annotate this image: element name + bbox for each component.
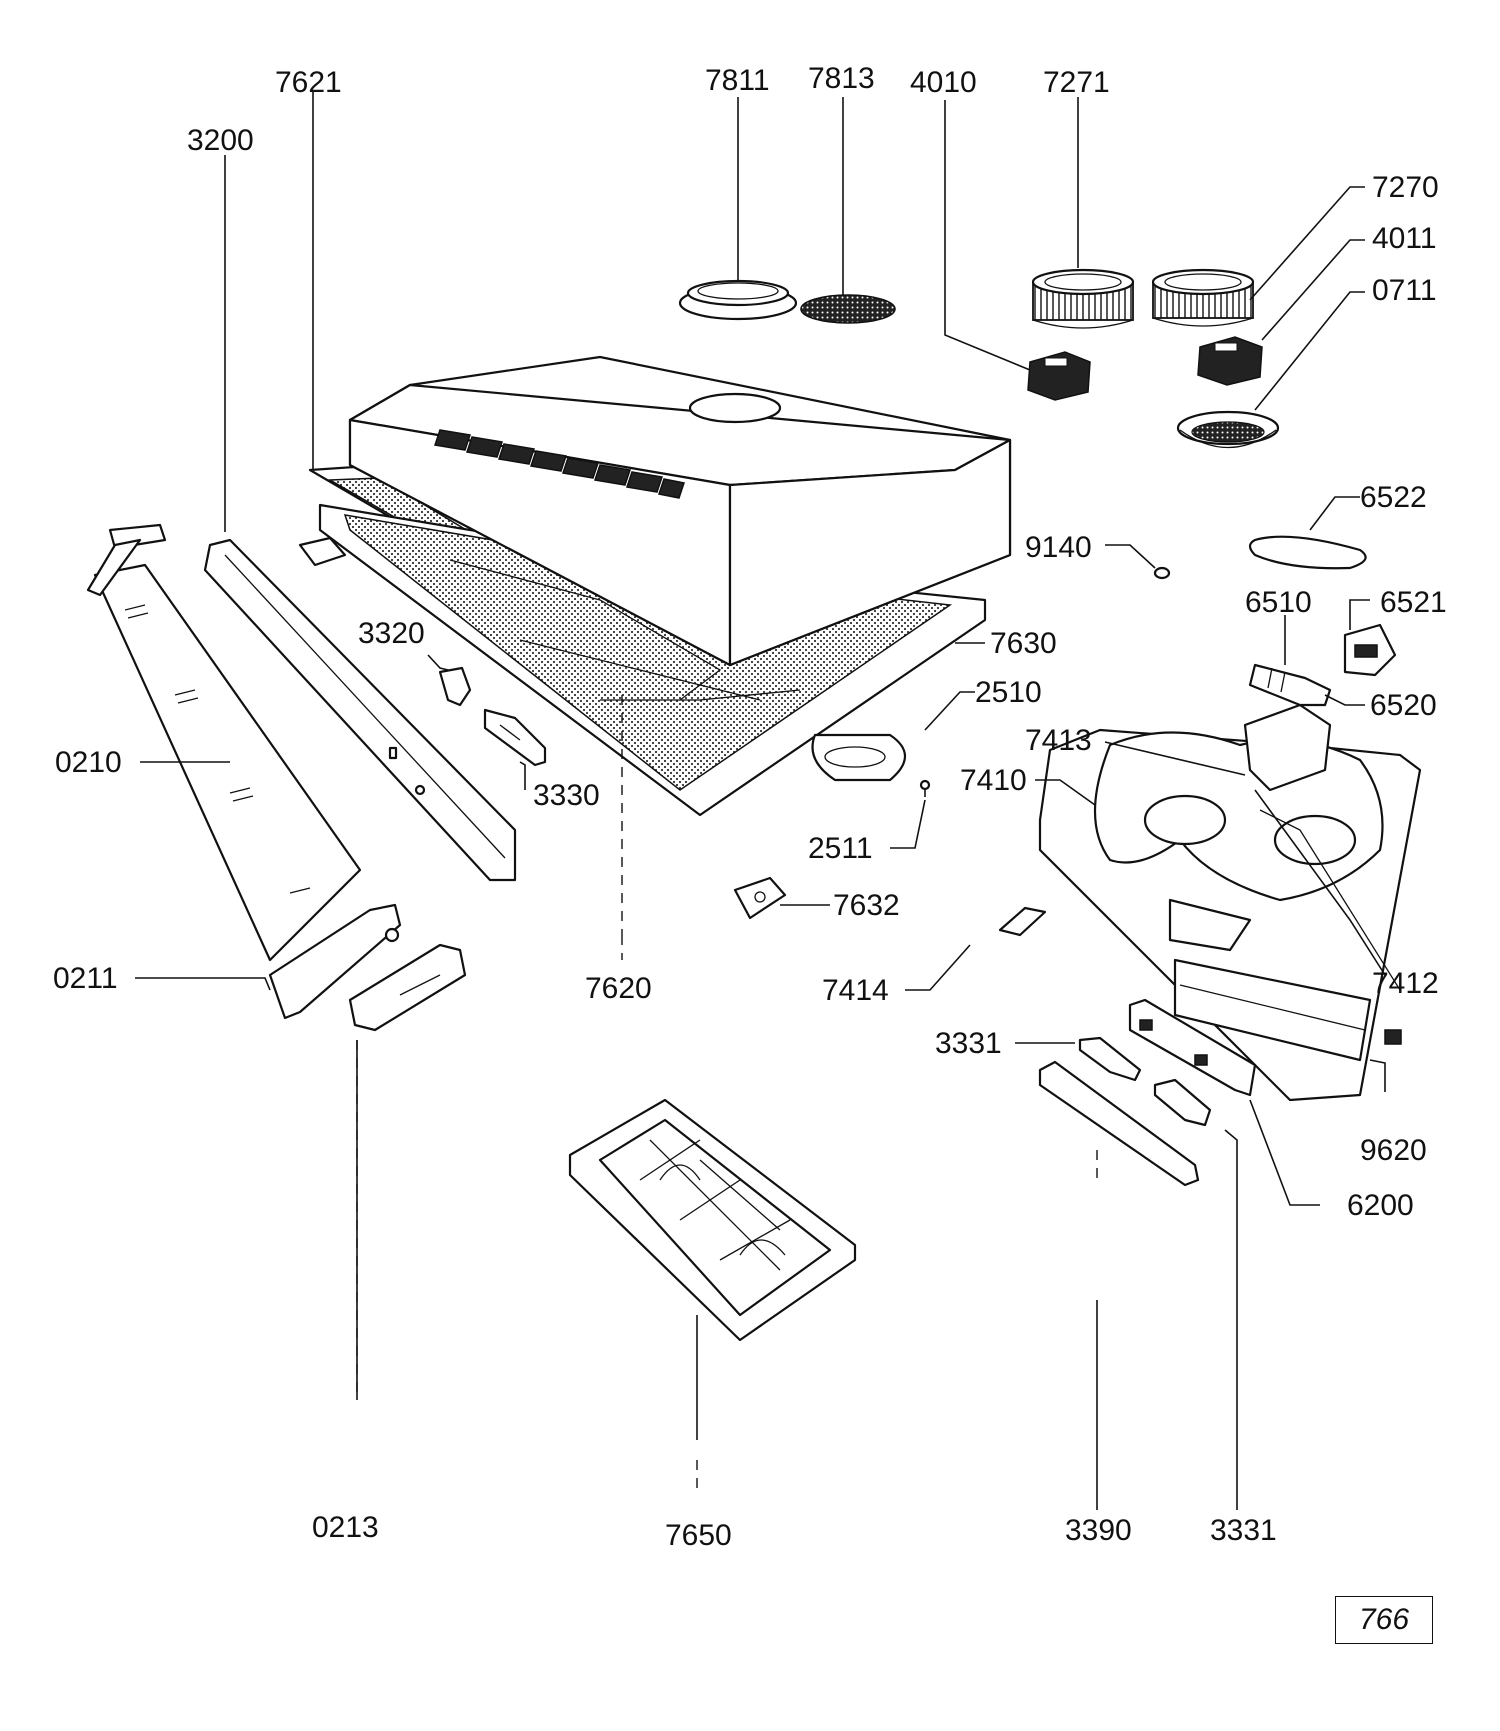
label-7632: 7632: [833, 889, 900, 922]
label-3200: 3200: [187, 124, 254, 157]
filter-7811: [678, 279, 798, 321]
label-9620: 9620: [1360, 1134, 1427, 1167]
label-6522: 6522: [1360, 481, 1427, 514]
front-trim-3200: [203, 538, 517, 882]
fan-housing-7410: [1038, 703, 1422, 1102]
label-4010: 4010: [910, 66, 977, 99]
switch-3331b: [1153, 1078, 1212, 1127]
bar-3390: [1038, 1060, 1200, 1187]
label-4011: 4011: [1372, 222, 1437, 255]
hood-vents: [434, 429, 685, 499]
switch-3330: [483, 708, 547, 767]
filter-7270: [1151, 268, 1255, 327]
lamp-6510: [1248, 663, 1332, 707]
basket-0711: [1176, 410, 1280, 449]
clip-3320: [438, 666, 472, 707]
label-0711: 0711: [1372, 274, 1437, 307]
label-6510: 6510: [1245, 586, 1312, 619]
charcoal-filter-7650: [568, 1098, 857, 1342]
label-7413: 7413: [1025, 724, 1092, 757]
label-7271: 7271: [1043, 66, 1110, 99]
label-7813: 7813: [808, 62, 875, 95]
label-2510: 2510: [975, 676, 1042, 709]
label-9140: 9140: [1025, 531, 1092, 564]
label-3330: 3330: [533, 779, 600, 812]
label-7811: 7811: [705, 64, 770, 97]
label-0210: 0210: [55, 746, 122, 779]
clip-7632: [733, 876, 787, 920]
label-3390: 3390: [1065, 1514, 1132, 1547]
label-7650: 7650: [665, 1519, 732, 1552]
hood-body: [348, 355, 1012, 667]
label-7270: 7270: [1372, 171, 1439, 204]
leader-lines: [135, 92, 1386, 1510]
bracket-0213: [348, 943, 467, 1032]
label-6200: 6200: [1347, 1189, 1414, 1222]
filter-7271: [1031, 268, 1135, 329]
switch-board-6200: [1128, 998, 1257, 1097]
connector-9620: [1384, 1029, 1402, 1045]
page-number: 766: [1358, 1603, 1410, 1636]
screw-2511: [919, 779, 931, 797]
label-7620: 7620: [585, 972, 652, 1005]
label-3331-lower: 3331: [1210, 1514, 1277, 1547]
part-labels: 7621 3200 7811 7813 4010 7271 7270 4011 …: [53, 62, 1447, 1552]
mesh-7813: [800, 294, 896, 324]
page-number-box: 766: [1335, 1596, 1433, 1644]
lamp-cover-6522: [1248, 535, 1367, 570]
clip-4011: [1197, 336, 1263, 386]
label-7414: 7414: [822, 974, 889, 1007]
label-7621: 7621: [275, 66, 342, 99]
label-3331-upper: 3331: [935, 1027, 1002, 1060]
glass-bracket-top: [86, 523, 167, 597]
switch-3331a: [1078, 1036, 1142, 1082]
label-2511: 2511: [808, 832, 873, 865]
label-0213: 0213: [312, 1511, 379, 1544]
label-0211: 0211: [53, 962, 118, 995]
label-6520: 6520: [1370, 689, 1437, 722]
pad-7414: [998, 906, 1047, 937]
bracket-0211: [268, 903, 402, 1020]
small-clip: [298, 536, 347, 567]
label-6521: 6521: [1380, 586, 1447, 619]
lamp-holder-6521: [1343, 623, 1397, 677]
duct-2510: [811, 733, 906, 782]
label-7412: 7412: [1372, 967, 1439, 1000]
clip-4010: [1027, 351, 1091, 401]
label-7630: 7630: [990, 627, 1057, 660]
label-7410: 7410: [960, 764, 1027, 797]
washer-9140: [1153, 566, 1171, 580]
label-3320: 3320: [358, 617, 425, 650]
